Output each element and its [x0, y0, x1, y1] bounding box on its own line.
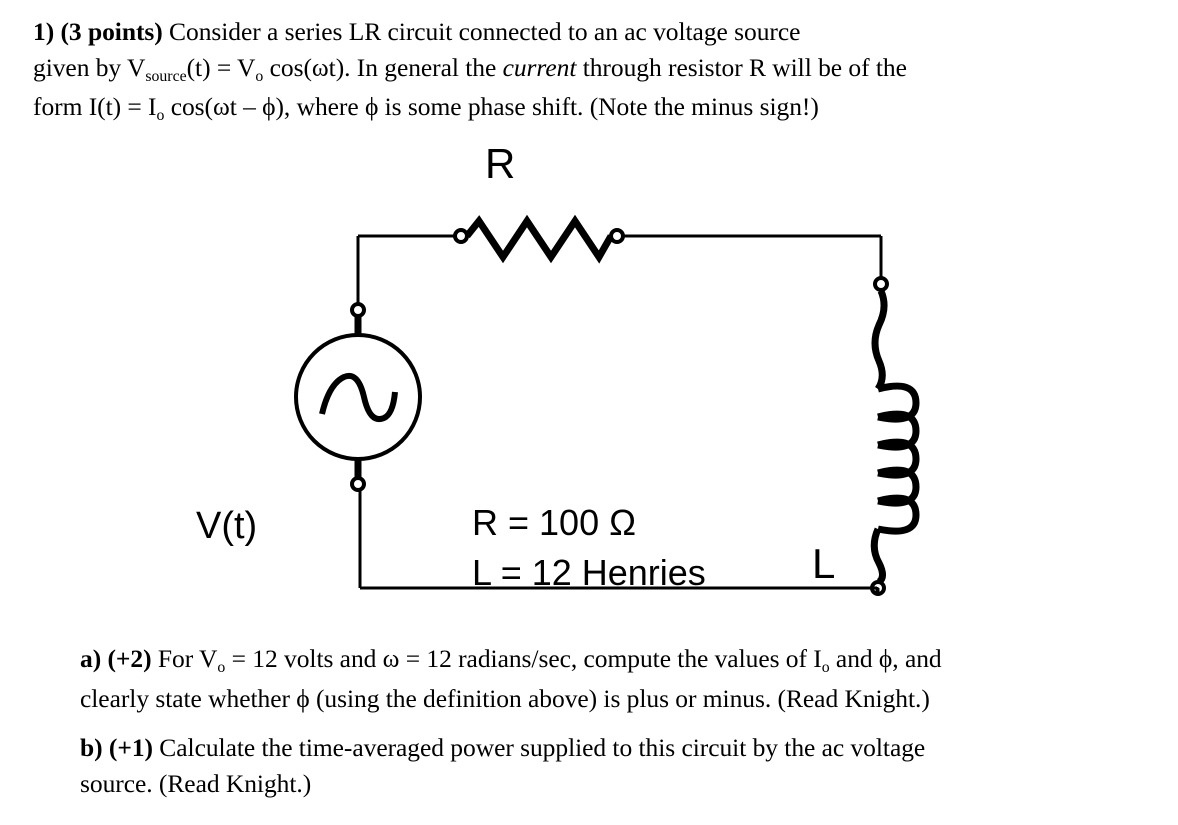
inductor-top-terminal [873, 276, 889, 292]
subquestion-b-line-2: source. (Read Knight.) [80, 768, 312, 798]
resistor-label: R [485, 140, 516, 187]
problem-line-2-part-c: cos(ωt). In general the [263, 52, 503, 82]
subquestion-a-line-1-part-b: = 12 volts and ω = 12 radians/sec, compu… [225, 644, 822, 673]
problem-number: 1) [33, 17, 55, 46]
i-nought-subscript: o [156, 107, 165, 125]
subquestion-b-points: (+1) [108, 733, 153, 762]
circuit-diagram: R V(t) L R = 100 Ω L = 12 Henries [0, 135, 1000, 625]
subquestion-a-marker: a) [80, 644, 102, 673]
inductance-value: L = 12 Henries [472, 552, 706, 593]
voltage-source-label: V(t) [196, 505, 258, 547]
subquestion-a: a) (+2) For Vo = 12 volts and ω = 12 rad… [80, 641, 1178, 716]
subquestion-b-marker: b) [80, 733, 103, 762]
problem-line-2-part-a: given by V [33, 52, 146, 82]
problem-statement: 1) (3 points) Consider a series LR circu… [33, 14, 1163, 129]
problem-line-1: 1) (3 points) Consider a series LR circu… [33, 14, 1163, 50]
subquestion-a-line-2: clearly state whether ϕ (using the defin… [80, 683, 930, 713]
subquestion-b-line-1: b) (+1) Calculate the time-averaged powe… [80, 730, 1178, 766]
v-nought-subscript: o [255, 67, 264, 85]
inductor-coil-5 [877, 494, 920, 535]
inductor-lead-bottom [870, 527, 886, 585]
inductor-label: L [812, 540, 836, 587]
inductor-coil-1 [877, 382, 920, 423]
subquestion-b-line-1-text: Calculate the time-averaged power suppli… [152, 733, 926, 762]
subquestion-a-line-1-part-c: and ϕ, and [829, 644, 942, 673]
problem-line-3-part-a: form I(t) = I [33, 92, 157, 121]
sine-wave-icon [319, 373, 398, 422]
problem-line-2-part-d: through resistor R will be of the [576, 52, 907, 82]
problem-line-2: given by Vsource(t) = Vo cos(ωt). In gen… [33, 50, 1163, 90]
inductor-coil-2 [877, 410, 920, 451]
resistance-value: R = 100 Ω [472, 502, 637, 543]
source-bottom-terminal [350, 476, 366, 492]
problem-line-2-part-b: (t) = V [186, 52, 256, 82]
ac-source-circle [294, 333, 422, 461]
problem-emphasis-current: current [502, 52, 577, 82]
subquestion-a-points: (+2) [107, 644, 152, 673]
circuit-schematic-svg [294, 214, 920, 596]
inductor-coil-3 [877, 438, 920, 479]
subquestion-a-line-1-part-a: For V [151, 644, 218, 673]
inductor-coil-4 [877, 466, 920, 507]
subquestion-a-line-1: a) (+2) For Vo = 12 volts and ω = 12 rad… [80, 641, 1178, 681]
problem-line-3: form I(t) = Io cos(ωt – ϕ), where ϕ is s… [33, 89, 1163, 129]
subq-a-v-nought-subscript: o [217, 659, 226, 677]
source-top-terminal [350, 302, 366, 318]
problem-line-1-text: Consider a series LR circuit connected t… [162, 17, 801, 46]
component-values-block: R = 100 Ω L = 12 Henries [472, 498, 706, 598]
problem-points: (3 points) [60, 17, 163, 46]
inductor-lead-top [871, 289, 888, 391]
problem-line-3-part-b: cos(ωt – ϕ), where ϕ is some phase shift… [164, 92, 819, 121]
resistor-right-terminal [609, 228, 625, 244]
subq-a-i-nought-subscript: o [821, 659, 830, 677]
resistor-left-terminal [453, 228, 469, 244]
v-source-subscript: source [145, 67, 187, 85]
subquestion-b: b) (+1) Calculate the time-averaged powe… [80, 730, 1178, 801]
resistor-zigzag [464, 214, 615, 264]
